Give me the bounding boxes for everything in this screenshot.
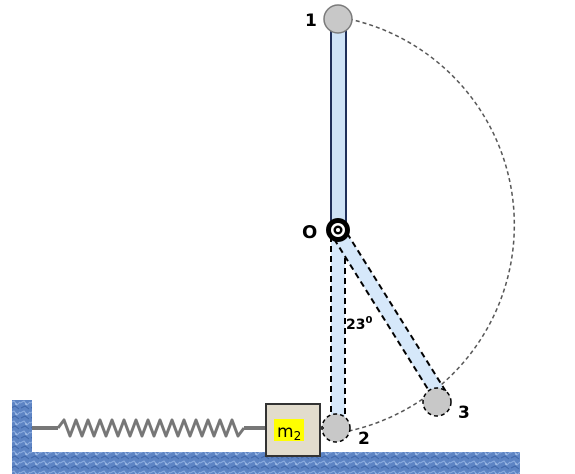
label-point-2: 2 (358, 429, 370, 449)
rod-vertical-up (330, 21, 347, 231)
bob-2 (321, 413, 351, 443)
bob-1 (323, 4, 353, 34)
rod-position-3 (330, 226, 450, 404)
label-point-3: 3 (458, 403, 470, 423)
pivot-icon (326, 218, 350, 242)
angle-label: 230 (346, 315, 372, 333)
label-point-1: 1 (305, 11, 317, 31)
mass-label-highlight (274, 419, 304, 441)
mass-label: m2 (277, 422, 301, 443)
label-pivot-o: O (302, 222, 317, 243)
floor (12, 400, 520, 474)
bob-3 (422, 387, 452, 417)
rod-position-2 (330, 231, 346, 429)
spring-icon (32, 418, 266, 438)
